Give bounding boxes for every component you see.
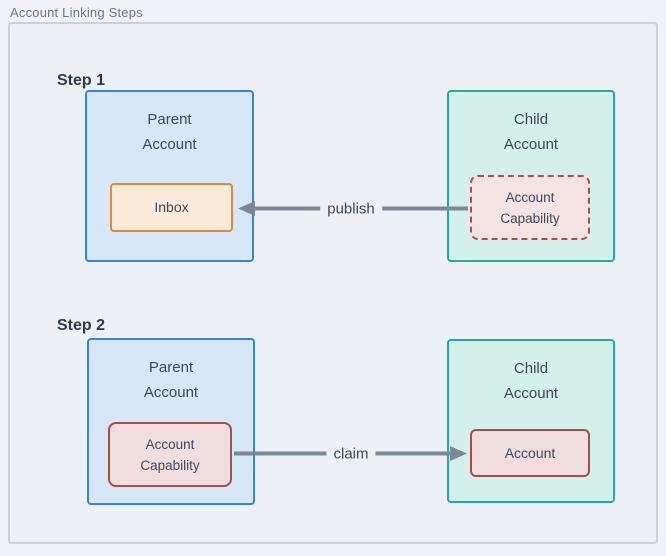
step2-account-box: Account <box>470 429 590 477</box>
step1-account-capability-box: Account Capability <box>470 175 590 240</box>
step2-child-account-box: Child Account <box>447 339 615 503</box>
diagram-title: Account Linking Steps <box>10 5 143 20</box>
step2-account-capability-box: Account Capability <box>108 422 232 487</box>
step1-inbox-box: Inbox <box>110 183 233 232</box>
step-2-heading: Step 2 <box>57 317 106 334</box>
step-1-heading: Step 1 <box>57 72 106 89</box>
claim-arrow-label: claim <box>326 445 376 463</box>
publish-arrow-label: publish <box>320 200 382 218</box>
step1-parent-account-box: Parent Account <box>85 90 254 262</box>
